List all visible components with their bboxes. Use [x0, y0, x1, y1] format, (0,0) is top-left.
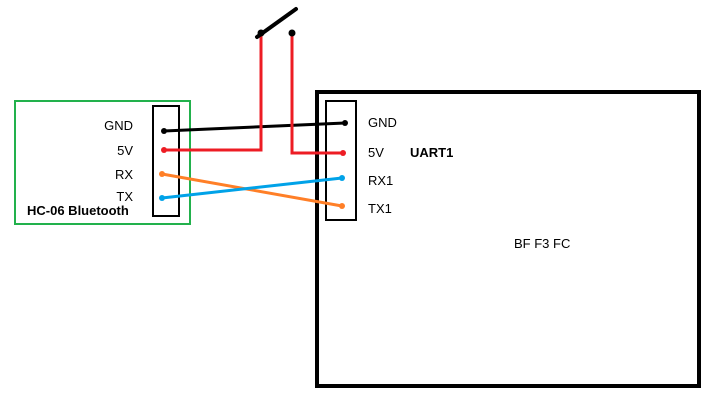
- wire-tx-to-rx1: [160, 176, 344, 200]
- fc-pin-label-rx1: RX1: [368, 173, 394, 188]
- hc06-module-outline: [14, 100, 191, 225]
- fc-5v-pin-dot: [340, 150, 346, 156]
- fc-tx1-pin-dot: [339, 203, 345, 209]
- hc06-pin-label-5v: 5V: [117, 143, 133, 158]
- hc06-rx-pin-dot: [159, 171, 165, 177]
- hc06-gnd-pin-dot: [161, 128, 167, 134]
- hc06-pin-label-gnd: GND: [104, 118, 133, 133]
- hc06-module-title: HC-06 Bluetooth: [27, 203, 129, 218]
- fc-module-outline: [315, 90, 701, 388]
- fc-pin-label-tx1: TX1: [368, 201, 392, 216]
- wire-gnd: [162, 121, 347, 133]
- fc-pin-label-gnd: GND: [368, 115, 397, 130]
- fc-module-title: BF F3 FC: [514, 236, 571, 251]
- wire-5v-right: [290, 31, 345, 155]
- hc06-pin-label-tx: TX: [116, 189, 133, 204]
- hc06-pin-label-rx: RX: [114, 167, 133, 182]
- hc06-pin-header: [152, 105, 180, 217]
- switch-contact-left: [257, 29, 265, 37]
- fc-rx1-pin-dot: [339, 175, 345, 181]
- fc-uart1-label: UART1: [410, 145, 454, 160]
- fc-pin-header: [325, 100, 357, 221]
- fc-pin-label-5v: 5V: [368, 145, 384, 160]
- fc-gnd-pin-dot: [342, 120, 348, 126]
- wire-rx-to-tx1: [160, 172, 344, 208]
- hc06-5v-pin-dot: [161, 147, 167, 153]
- wire-5v-left: [162, 31, 263, 152]
- hc06-tx-pin-dot: [159, 195, 165, 201]
- switch-contact-right: [288, 29, 296, 37]
